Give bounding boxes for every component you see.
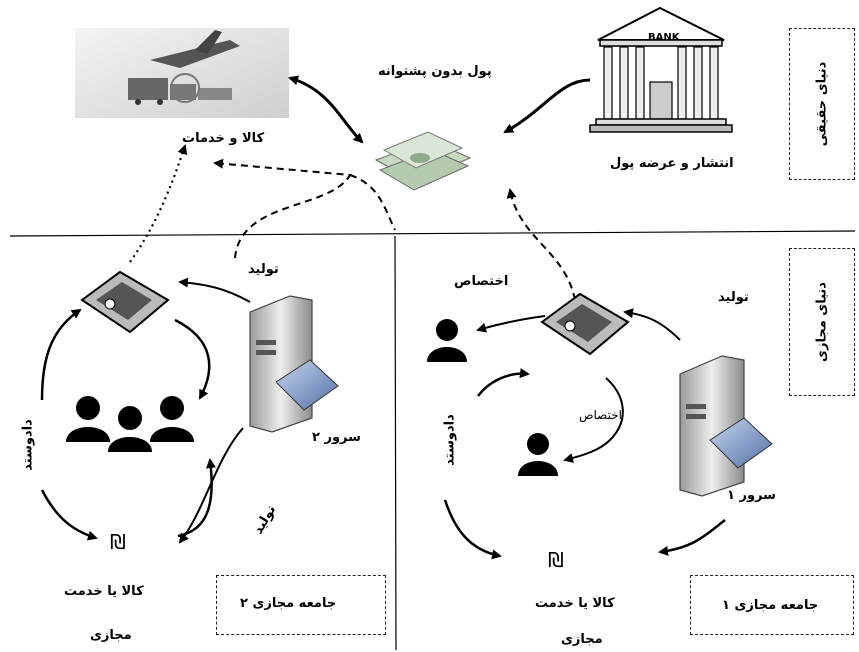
right-dashed-to-money [506,188,576,301]
trade-label-left: دادوستد [20,419,36,471]
virtual-world-label: دنیای مجازی [814,282,830,362]
left-dashed-to-goods [213,158,352,259]
goods-services-label: کالا و خدمات [182,131,265,146]
society-divider-line [394,235,397,651]
allocation-label-top: اختصاص [454,274,509,289]
currency-symbol-right: ₪ [548,548,564,572]
person-icon [150,396,194,442]
virtual-society-1-box [690,575,854,635]
person-icon [108,406,152,452]
production-arrow-left [178,277,251,303]
person-icon [427,319,467,362]
allocation-label-small: اختصاص [579,408,622,422]
allocation-arrow-top [476,315,546,333]
virtual-currency-icon [540,292,630,356]
bank-money-arrow [503,78,591,134]
trade-up-arrow-left [40,308,82,401]
virtual-good-right-line2: مجازی [561,632,603,647]
production-arrow-right [623,308,681,341]
virtual-good-left-line1: کالا یا خدمت [64,584,144,599]
trade-down-arrow-left [40,489,98,541]
virtual-good-right-line1: کالا یا خدمت [535,596,615,611]
trade-label-right: دادوستد [442,414,458,466]
real-world-box [789,28,855,180]
goods-transport-icon [75,28,289,118]
server-1-label: سرور ۱ [727,488,776,503]
server-2-label: سرور ۲ [312,430,361,445]
goods-money-arrow [288,75,364,144]
coin-to-people-arrow [174,318,211,400]
dashed-connector [349,174,396,231]
dotted-to-goods [129,144,188,263]
server-to-good-arrow-right [658,519,726,556]
production-label-right: تولید [718,290,749,305]
trade-down-arrow-right [443,499,502,560]
issue-supply-money-label: انتشار و عرضه پول [610,156,734,171]
virtual-world-box [789,248,855,396]
money-stack-icon [374,131,472,191]
person-icon [66,396,110,442]
good-to-people-arrow [177,458,216,538]
real-world-label: دنیای حقیقی [814,61,830,147]
person-icon [518,433,558,476]
bank-building-icon [589,6,733,133]
virtual-currency-icon [80,270,170,334]
virtual-society-2-label: جامعه مجازی ۲ [240,596,337,611]
production-label-left: تولید [248,262,279,277]
server-to-good-arrow [178,427,244,544]
currency-symbol-left: ₪ [110,530,126,554]
trade-up-arrow-right [477,368,530,397]
virtual-good-left-line2: مجازی [90,628,132,643]
unbacked-money-label: پول بدون پشتوانه [378,64,492,79]
allocation-arrow-small [563,377,624,463]
server-tower-icon [679,355,773,497]
virtual-society-1-label: جامعه مجازی ۱ [722,598,819,613]
virtual-society-2-box [216,575,386,635]
bank-sign-text: BANK [648,32,680,43]
server-tower-icon [249,295,339,433]
world-divider-line [9,230,856,237]
